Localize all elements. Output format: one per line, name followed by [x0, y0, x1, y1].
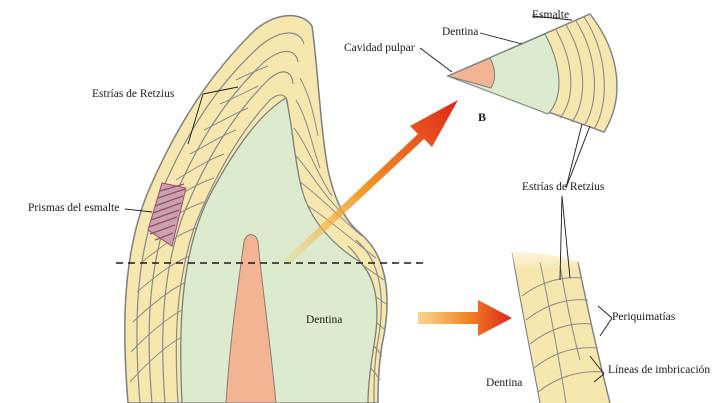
label-panel-b: B [478, 110, 487, 124]
label-dentina-bottom: Dentina [486, 377, 523, 389]
arrow-to-surface-detail [418, 300, 512, 336]
label-cavidad-pulpar: Cavidad pulpar [344, 42, 415, 54]
leader-lines [124, 15, 613, 383]
label-dentina-center: Dentina [306, 314, 343, 326]
arrow-to-cross-section [284, 100, 458, 264]
label-periquimatias: Periquimatías [612, 311, 676, 323]
label-esmalte: Esmalte [532, 9, 570, 21]
pulp-chamber [225, 234, 277, 403]
dentin-core [180, 97, 378, 403]
tooth-crown [116, 14, 426, 403]
label-estrias-retzius-right: Estrías de Retzius [522, 181, 605, 193]
label-lineas-imbricacion: Líneas de imbricación [608, 364, 711, 376]
label-prismas-esmalte: Prismas del esmalte [28, 202, 120, 214]
label-estrias-retzius-left: Estrías de Retzius [92, 88, 175, 100]
enamel-prisms-patch [147, 182, 187, 247]
cross-section-wedge [446, 13, 618, 133]
label-dentina-top: Dentina [442, 26, 479, 38]
surface-detail [500, 240, 611, 403]
